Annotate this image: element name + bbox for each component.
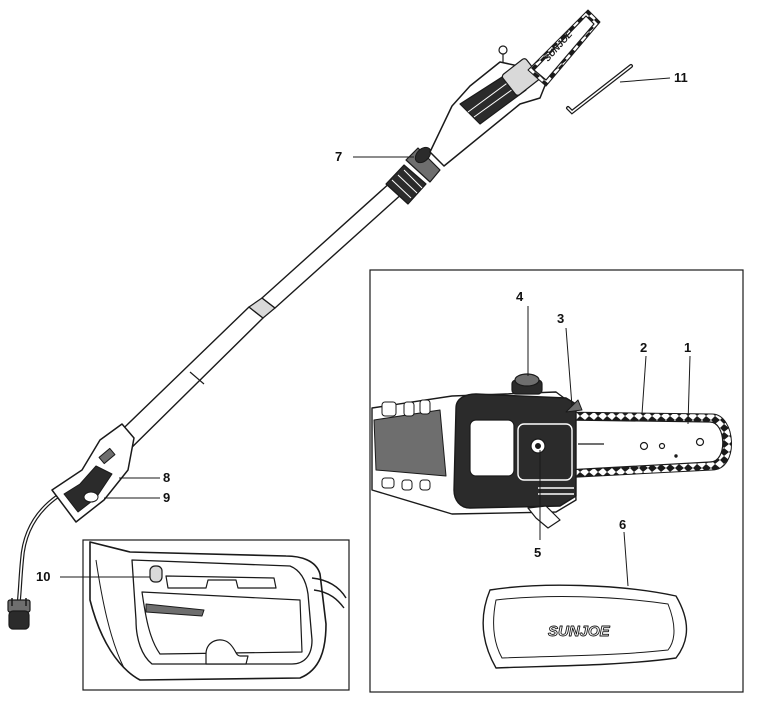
leader-lines-detail xyxy=(527,306,691,587)
scabbard-illustration: SUNJOE xyxy=(482,584,688,669)
callout-8: 8 xyxy=(163,470,171,485)
handle-detail-illustration xyxy=(89,541,347,681)
lock-off-button xyxy=(149,565,163,583)
callout-3: 3 xyxy=(557,311,565,326)
grip-collar xyxy=(385,164,427,205)
callout-5: 5 xyxy=(534,545,542,560)
pole-saw-illustration: SUNJOE xyxy=(7,9,601,630)
chain-bar-illustration xyxy=(371,373,732,529)
callout-1: 1 xyxy=(684,340,692,355)
callout-9: 9 xyxy=(163,490,171,505)
callout-11: 11 xyxy=(674,70,688,85)
upper-shaft xyxy=(261,180,405,309)
callout-10: 10 xyxy=(36,569,51,584)
hex-key-icon xyxy=(566,64,633,115)
callout-7: 7 xyxy=(335,149,343,164)
sheath-brand-label: SUNJOE xyxy=(548,623,611,640)
callout-4: 4 xyxy=(516,289,524,304)
detail-box-chain xyxy=(369,269,744,693)
leader-lines-main xyxy=(104,77,671,499)
locking-collar xyxy=(405,147,441,183)
callout-2: 2 xyxy=(640,340,648,355)
power-cord xyxy=(16,494,60,609)
detail-box-handle xyxy=(82,539,350,691)
callout-6: 6 xyxy=(619,517,627,532)
